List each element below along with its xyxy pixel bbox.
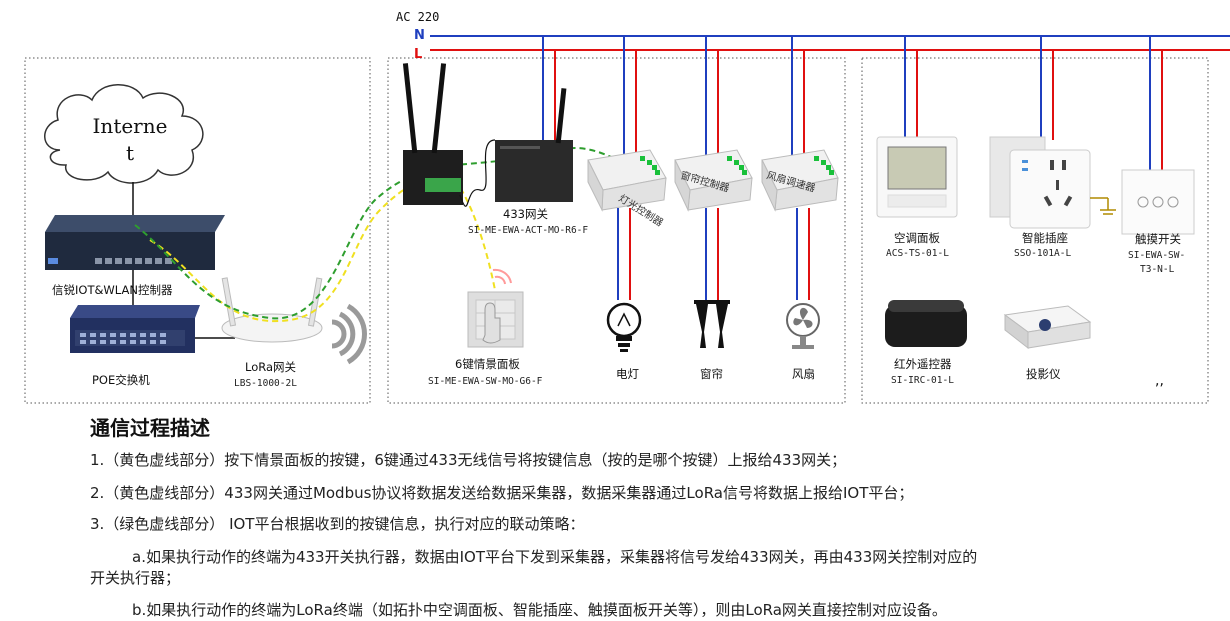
description-step-2: 2.（黄色虚线部分）433网关通过Modbus协议将数据发送给数据采集器，数据采…	[90, 484, 914, 502]
touch-switch-model1: SI-EWA-SW-	[1128, 250, 1185, 261]
touch-switch-name: 触摸开关	[1135, 232, 1181, 246]
ac-panel-model: ACS-TS-01-L	[886, 248, 949, 259]
fan-icon	[786, 303, 820, 349]
lora-gateway-name: LoRa网关	[245, 360, 297, 374]
gateway-433-device	[495, 88, 573, 202]
smart-socket-model: SSO-101A-L	[1014, 248, 1071, 259]
fan-controller-device: 风扇调速器	[761, 149, 839, 212]
scene-panel-name: 6键情景面板	[455, 357, 520, 371]
iot-controller-device	[45, 215, 225, 270]
lamp-label: 电灯	[616, 367, 639, 381]
ir-remote-model: SI-IRC-01-L	[891, 375, 954, 386]
yellow-dashed-panel-path	[454, 179, 496, 291]
ir-remote-device	[885, 300, 967, 347]
ground-icon	[1090, 197, 1116, 215]
zone-network	[24, 57, 371, 404]
data-collector-device	[402, 63, 463, 205]
panel-wifi-icon	[492, 268, 512, 285]
description-step-3a: a.如果执行动作的终端为433开关执行器，数据由IOT平台下发到采集器，采集器将…	[132, 548, 978, 566]
controller-label: 信锐IOT&WLAN控制器	[52, 283, 173, 297]
lora-gateway-model: LBS-1000-2L	[234, 378, 297, 389]
touch-switch-model2: T3-N-L	[1140, 264, 1175, 275]
fan-label: 风扇	[792, 367, 815, 381]
poe-switch-device	[70, 305, 200, 353]
ir-remote-name: 红外遥控器	[894, 357, 952, 371]
ac-panel-name: 空调面板	[894, 231, 940, 245]
smart-socket-device	[989, 136, 1091, 229]
internet-cloud: Interne t	[44, 84, 204, 184]
internet-line2: t	[126, 141, 134, 165]
description-step-3b: b.如果执行动作的终端为LoRa终端（如拓扑中空调面板、智能插座、触摸面板开关等…	[132, 601, 947, 619]
collector-gateway-cable	[459, 139, 496, 207]
gateway-433-name: 433网关	[503, 207, 548, 221]
description-step-1: 1.（黄色虚线部分）按下情景面板的按键，6键通过433无线信号将按键信息（按的是…	[90, 451, 847, 469]
touch-switch-device	[1121, 169, 1195, 235]
gateway-433-model: SI-ME-EWA-ACT-MO-R6-F	[468, 225, 588, 236]
curtain-label: 窗帘	[700, 367, 723, 381]
scene-panel-model: SI-ME-EWA-SW-MO-G6-F	[428, 376, 543, 387]
quote-mark: ,,	[1155, 373, 1164, 389]
ac-panel-device	[876, 136, 958, 218]
wifi-signal-icon	[331, 303, 367, 365]
zone-433	[387, 57, 846, 404]
description-step-3a-cont: 开关执行器；	[90, 569, 181, 587]
zone-lora	[861, 57, 1209, 404]
description-step-3: 3.（绿色虚线部分） IOT平台根据收到的按键信息，执行对应的联动策略：	[90, 515, 585, 533]
description-heading: 通信过程描述	[90, 416, 210, 440]
power-drops	[542, 36, 1163, 300]
internet-line1: Interne	[93, 114, 168, 138]
yellow-dashed-path	[149, 174, 456, 323]
l-label: L	[414, 47, 422, 62]
ac-label: AC 220	[396, 10, 439, 24]
projector-device	[1003, 305, 1092, 350]
light-controller-device: 灯光控制器	[587, 149, 667, 229]
projector-label: 投影仪	[1026, 367, 1061, 381]
curtain-controller-device: 窗帘控制器	[674, 149, 753, 212]
smart-socket-name: 智能插座	[1022, 231, 1068, 245]
topology-diagram: AC 220 N L Interne t	[24, 10, 1230, 404]
n-label: N	[414, 28, 425, 43]
lamp-icon	[606, 302, 642, 352]
finger-press-icon	[482, 302, 501, 344]
curtain-icon	[694, 300, 730, 348]
poe-switch-label: POE交换机	[92, 373, 150, 387]
